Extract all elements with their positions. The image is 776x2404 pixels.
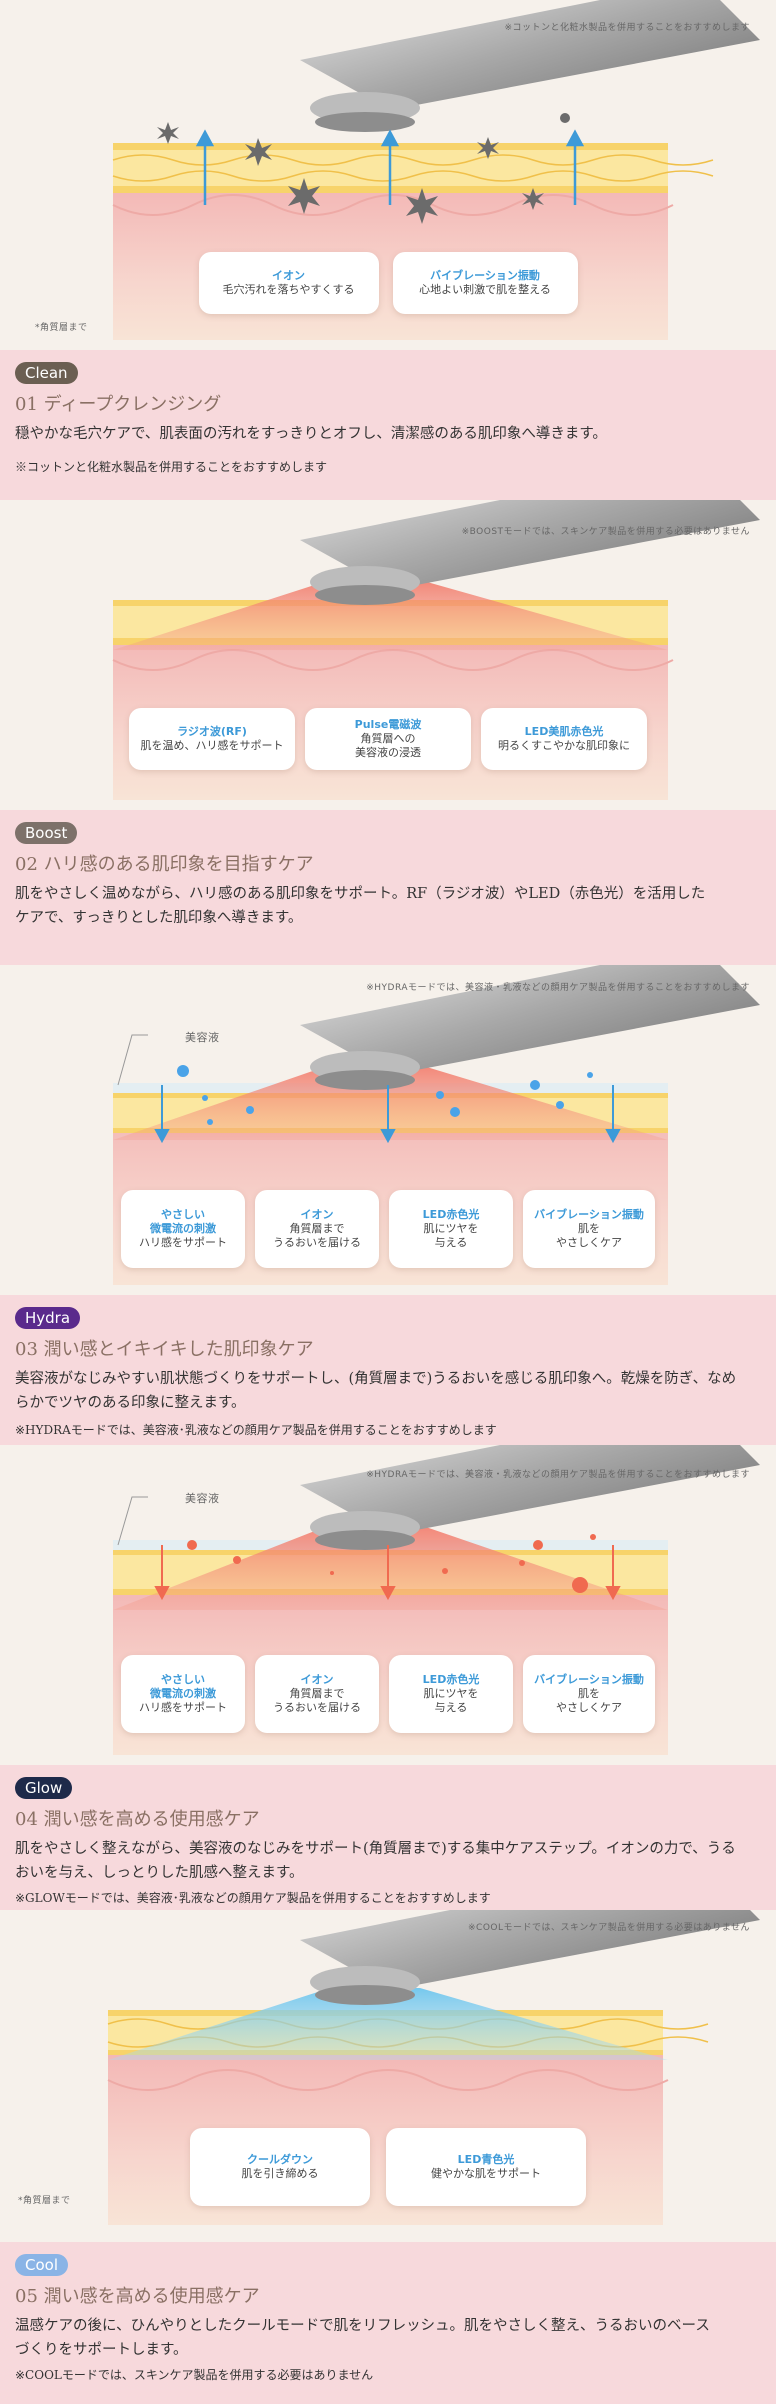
card-desc: 肌を やさしくケア <box>556 1687 622 1714</box>
feature-card: イオン 毛穴汚れを落ちやすくする <box>198 252 379 314</box>
card-desc: 肌にツヤを 与える <box>423 1222 479 1249</box>
clean-body: 穏やかな毛穴ケアで、肌表面の汚れをすっきりとオフし、清潔感のある肌印象へ導きます… <box>15 426 607 442</box>
card-desc: 肌を温め、ハリ感をサポート <box>140 739 284 752</box>
clean-skin-diagram <box>112 0 760 340</box>
mode-badge-cool: Cool <box>15 2254 68 2276</box>
feature-card: LED赤色光 肌にツヤを 与える <box>389 1190 513 1268</box>
card-title: LED青色光 <box>457 2153 515 2166</box>
card-title: クールダウン <box>247 2153 313 2166</box>
cool-feature-cards: クールダウン 肌を引き締める LED青色光 健やかな肌をサポート <box>0 2128 776 2206</box>
feature-card: バイブレーション振動 肌を やさしくケア <box>523 1655 655 1733</box>
hydra-description: Hydra 03 潤い感とイキイキした肌印象ケア 美容液がなじみやすい肌状態づく… <box>0 1295 776 1445</box>
hydra-illustration: ※HYDRAモードでは、美容液・乳液などの顔用ケア製品を併用することをおすすめし… <box>0 965 776 1295</box>
clean-description: Clean 01 ディープクレンジング 穏やかな毛穴ケアで、肌表面の汚れをすっき… <box>0 350 776 500</box>
feature-card: バイブレーション振動 肌を やさしくケア <box>523 1190 655 1268</box>
glow-note-top: ※HYDRAモードでは、美容液・乳液などの顔用ケア製品を併用することをおすすめし… <box>366 1470 750 1480</box>
cool-illustration: ※COOLモードでは、スキンケア製品を併用する必要はありません *角質層まで ク… <box>0 1910 776 2242</box>
card-title: LED美肌赤色光 <box>524 725 604 738</box>
clean-illustration: ※コットンと化粧水製品を併用することをおすすめします *角質層まで イオン 毛穴… <box>0 0 776 350</box>
boost-illustration: ※BOOSTモードでは、スキンケア製品を併用する必要はありません ラジオ波(RF… <box>0 500 776 810</box>
card-title: やさしい 微電流の刺激 <box>150 1208 216 1235</box>
card-desc: 肌を やさしくケア <box>556 1222 622 1249</box>
cool-note-bottom: *角質層まで <box>18 2196 71 2206</box>
feature-card: イオン 角質層まで うるおいを届ける <box>255 1190 379 1268</box>
section-hydra: ※HYDRAモードでは、美容液・乳液などの顔用ケア製品を併用することをおすすめし… <box>0 965 776 1445</box>
hydra-caution: ※HYDRAモードでは、美容液･乳液などの顔用ケア製品を併用することをおすすめし… <box>15 1423 497 1437</box>
clean-note-top: ※コットンと化粧水製品を併用することをおすすめします <box>504 23 750 33</box>
glow-description: Glow 04 潤い感を高める使用感ケア 肌をやさしく整えながら、美容液のなじみ… <box>0 1765 776 1910</box>
card-desc: 角質層まで うるおいを届ける <box>273 1687 361 1714</box>
cool-body: 温感ケアの後に、ひんやりとしたクールモードで肌をリフレッシュ。肌をやさしく整え、… <box>15 2318 710 2358</box>
card-title: イオン <box>300 1208 334 1221</box>
feature-card: ラジオ波(RF) 肌を温め、ハリ感をサポート <box>129 708 295 770</box>
card-desc: ハリ感をサポート <box>139 1236 227 1249</box>
mode-badge-boost: Boost <box>15 822 78 844</box>
section-glow: ※HYDRAモードでは、美容液・乳液などの顔用ケア製品を併用することをおすすめし… <box>0 1445 776 1910</box>
card-desc: 健やかな肌をサポート <box>431 2167 541 2180</box>
feature-card: LED美肌赤色光 明るくすこやかな肌印象に <box>481 708 647 770</box>
feature-card: バイブレーション振動 心地よい刺激で肌を整える <box>392 252 578 314</box>
card-title: バイブレーション振動 <box>534 1673 644 1686</box>
feature-card: イオン 角質層まで うるおいを届ける <box>255 1655 379 1733</box>
hydra-heading: 03 潤い感とイキイキした肌印象ケア <box>15 1339 314 1360</box>
card-desc: 角質層への 美容液の浸透 <box>355 732 421 759</box>
card-desc: 角質層まで うるおいを届ける <box>273 1222 361 1249</box>
card-desc: 肌にツヤを 与える <box>423 1687 479 1714</box>
card-title: LED赤色光 <box>422 1208 480 1221</box>
boost-feature-cards: ラジオ波(RF) 肌を温め、ハリ感をサポート Pulse電磁波 角質層への 美容… <box>0 708 776 770</box>
cool-note-top: ※COOLモードでは、スキンケア製品を併用する必要はありません <box>468 1923 750 1933</box>
glow-illustration: ※HYDRAモードでは、美容液・乳液などの顔用ケア製品を併用することをおすすめし… <box>0 1445 776 1765</box>
clean-feature-cards: イオン 毛穴汚れを落ちやすくする バイブレーション振動 心地よい刺激で肌を整える <box>0 252 776 314</box>
mode-badge-hydra: Hydra <box>15 1307 81 1329</box>
card-title: ラジオ波(RF) <box>177 725 247 738</box>
card-desc: ハリ感をサポート <box>139 1701 227 1714</box>
card-title: イオン <box>272 269 305 282</box>
glow-caution: ※GLOWモードでは、美容液･乳液などの顔用ケア製品を併用することをおすすめしま… <box>15 1891 491 1905</box>
feature-card: やさしい 微電流の刺激 ハリ感をサポート <box>121 1190 245 1268</box>
serum-label: 美容液 <box>185 1492 220 1505</box>
section-clean: ※コットンと化粧水製品を併用することをおすすめします *角質層まで イオン 毛穴… <box>0 0 776 500</box>
card-title: バイブレーション振動 <box>430 269 540 282</box>
section-boost: ※BOOSTモードでは、スキンケア製品を併用する必要はありません ラジオ波(RF… <box>0 500 776 965</box>
card-title: LED赤色光 <box>422 1673 480 1686</box>
feature-card: LED赤色光 肌にツヤを 与える <box>389 1655 513 1733</box>
cool-caution: ※COOLモードでは、スキンケア製品を併用する必要はありません <box>15 2368 374 2382</box>
card-desc: 心地よい刺激で肌を整える <box>419 283 551 296</box>
feature-card: やさしい 微電流の刺激 ハリ感をサポート <box>121 1655 245 1733</box>
boost-heading: 02 ハリ感のある肌印象を目指すケア <box>15 854 314 875</box>
feature-card: LED青色光 健やかな肌をサポート <box>386 2128 586 2206</box>
glow-feature-cards: やさしい 微電流の刺激 ハリ感をサポート イオン 角質層まで うるおいを届ける … <box>0 1655 776 1733</box>
mode-badge-glow: Glow <box>15 1777 73 1799</box>
cool-heading: 05 潤い感を高める使用感ケア <box>15 2286 260 2307</box>
glow-body: 肌をやさしく整えながら、美容液のなじみをサポート(角質層まで)する集中ケアステッ… <box>15 1841 736 1881</box>
card-desc: 毛穴汚れを落ちやすくする <box>222 283 355 296</box>
card-desc: 明るくすこやかな肌印象に <box>498 739 630 752</box>
glow-heading: 04 潤い感を高める使用感ケア <box>15 1809 260 1830</box>
hydra-body: 美容液がなじみやすい肌状態づくりをサポートし、(角質層まで)うるおいを感じる肌印… <box>15 1371 737 1411</box>
card-title: やさしい 微電流の刺激 <box>150 1673 216 1700</box>
clean-caution: ※コットンと化粧水製品を併用することをおすすめします <box>15 460 328 474</box>
card-title: Pulse電磁波 <box>354 718 422 731</box>
hydra-feature-cards: やさしい 微電流の刺激 ハリ感をサポート イオン 角質層まで うるおいを届ける … <box>0 1190 776 1268</box>
cool-skin-diagram <box>107 1910 760 2225</box>
boost-description: Boost 02 ハリ感のある肌印象を目指すケア 肌をやさしく温めながら、ハリ感… <box>0 810 776 965</box>
clean-heading: 01 ディープクレンジング <box>15 394 222 415</box>
card-desc: 肌を引き締める <box>241 2167 319 2180</box>
serum-label: 美容液 <box>185 1031 220 1044</box>
boost-note-top: ※BOOSTモードでは、スキンケア製品を併用する必要はありません <box>461 527 750 537</box>
cool-description: Cool 05 潤い感を高める使用感ケア 温感ケアの後に、ひんやりとしたクールモ… <box>0 2242 776 2404</box>
section-cool: ※COOLモードでは、スキンケア製品を併用する必要はありません *角質層まで ク… <box>0 1910 776 2404</box>
hydra-note-top: ※HYDRAモードでは、美容液・乳液などの顔用ケア製品を併用することをおすすめし… <box>366 983 750 993</box>
mode-badge-clean: Clean <box>15 362 78 384</box>
clean-note-bottom: *角質層まで <box>35 323 88 333</box>
feature-card: Pulse電磁波 角質層への 美容液の浸透 <box>305 708 471 770</box>
feature-card: クールダウン 肌を引き締める <box>190 2128 370 2206</box>
card-title: バイブレーション振動 <box>534 1208 644 1221</box>
card-title: イオン <box>300 1673 334 1686</box>
boost-body: 肌をやさしく温めながら、ハリ感のある肌印象をサポート。RF（ラジオ波）やLED（… <box>15 886 706 926</box>
